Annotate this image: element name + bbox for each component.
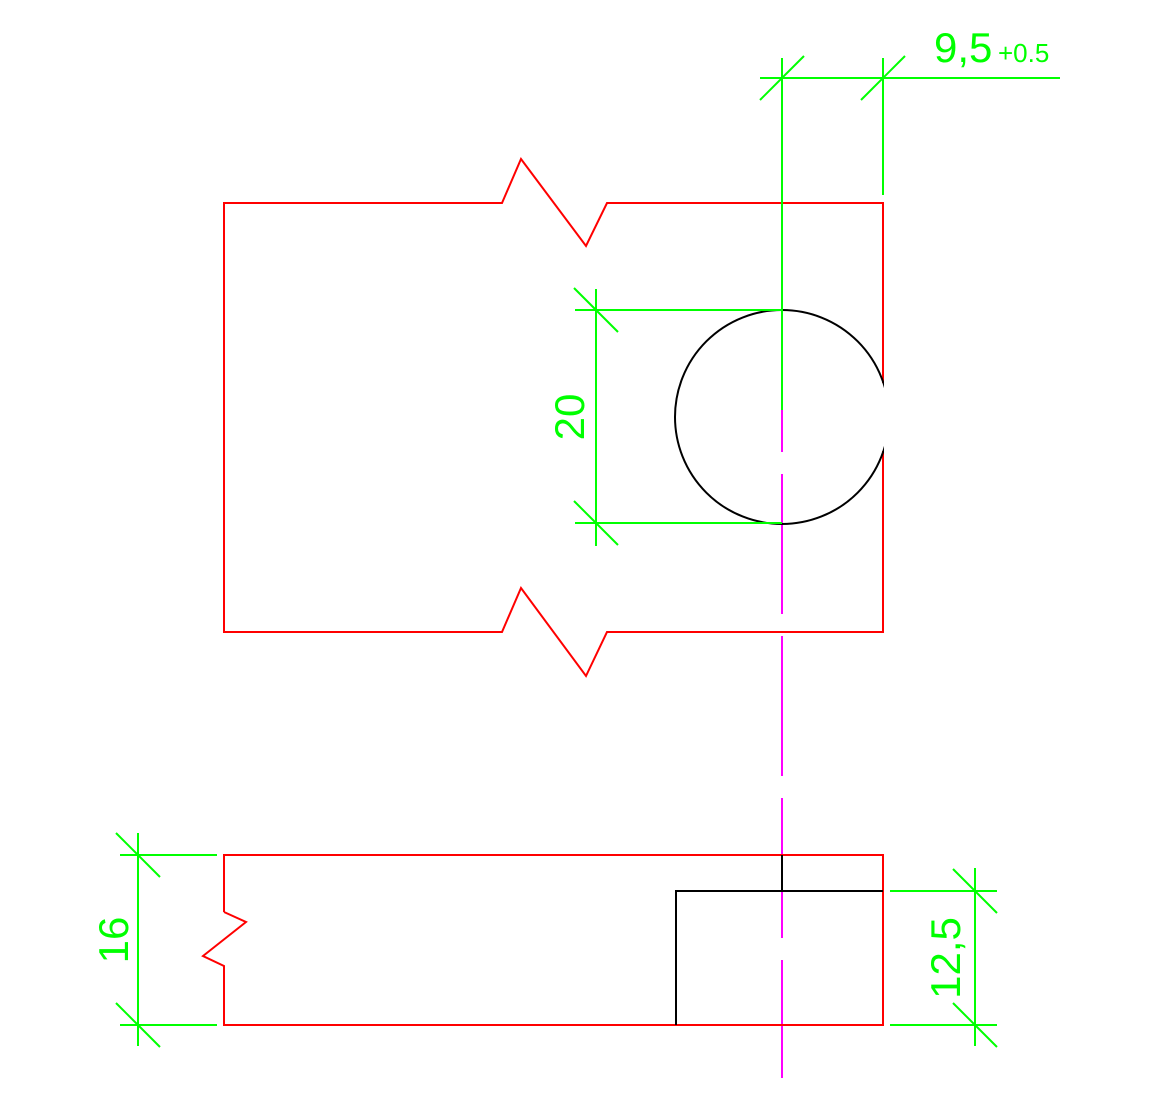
offset-dimension-value: 9,5 [934, 24, 992, 71]
offset-dimension-tolerance: +0.5 [998, 38, 1049, 68]
top-view-outline [223, 157, 884, 678]
thickness-dimension: 16 [90, 917, 137, 964]
side-view-outline [201, 854, 884, 1026]
side-view [201, 854, 884, 1026]
dimension-lines [115, 55, 1060, 1048]
depth-dimension: 12,5 [922, 917, 969, 999]
hidden-pocket [675, 855, 883, 1025]
hole-diameter-dimension: 20 [546, 394, 593, 441]
